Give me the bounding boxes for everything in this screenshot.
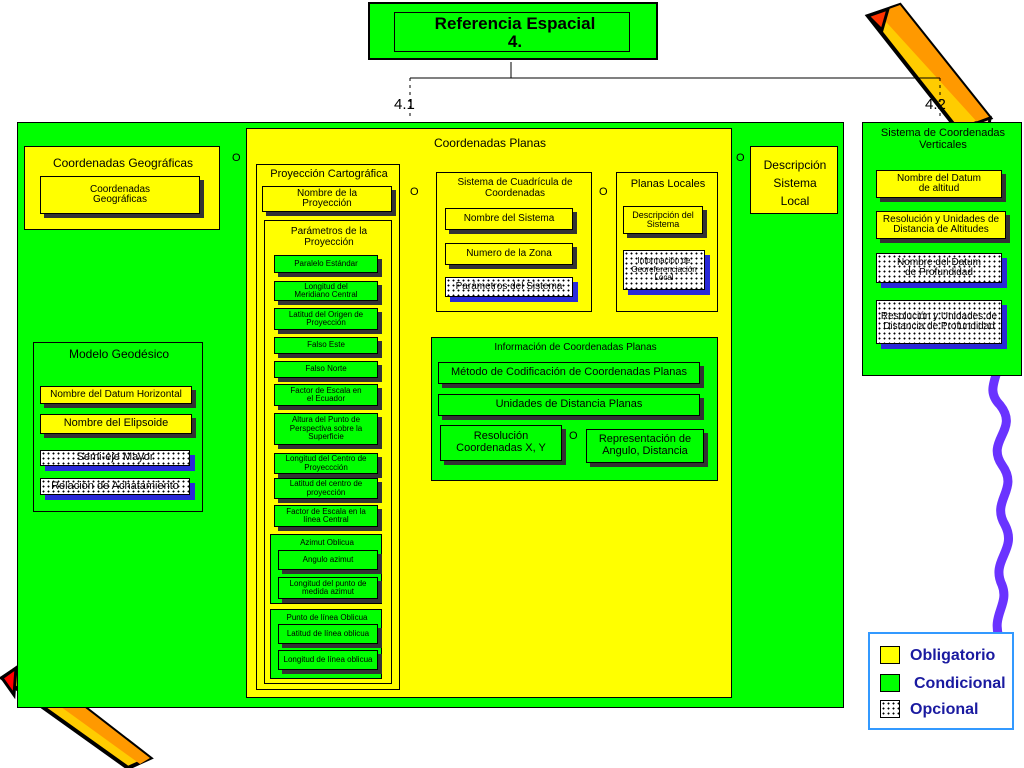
- legend-swatch-mandatory: [880, 646, 900, 664]
- azimuth-angle-box[interactable]: Angulo azimut: [278, 550, 378, 570]
- local-georef-info-box[interactable]: Información de Georeferenciación Local: [623, 250, 705, 290]
- altitude-resolution-box[interactable]: Resolución y Unidades de Distancia de Al…: [876, 211, 1006, 239]
- or-marker: O: [232, 152, 241, 164]
- param-center-latitude[interactable]: Latitud del centro de proyección: [274, 478, 378, 499]
- encoding-method-box[interactable]: Método de Codificación de Coordenadas Pl…: [438, 362, 700, 384]
- param-central-line-scale[interactable]: Factor de Escala en la línea Central: [274, 505, 378, 527]
- or-marker: O: [410, 186, 419, 198]
- param-central-meridian[interactable]: Longitud del Meridiano Central: [274, 281, 378, 301]
- oblique-line-latitude-box[interactable]: Latitud de línea oblicua: [278, 624, 378, 644]
- connector-lines: [409, 62, 941, 120]
- legend: Obligatorio Condicional Opcional: [868, 632, 1014, 730]
- geographic-coords-box[interactable]: Coordenadas Geográficas: [40, 176, 200, 214]
- semi-major-axis-box[interactable]: Semi-eje Mayor: [40, 450, 190, 466]
- legend-swatch-optional: [880, 700, 900, 718]
- vertical-coords-title: Sistema de Coordenadas Verticales: [880, 127, 1006, 151]
- param-false-easting[interactable]: Falso Este: [274, 337, 378, 354]
- projection-name-box[interactable]: Nombre de la Proyección: [262, 186, 392, 212]
- system-params-box[interactable]: Parámetros del Sistema: [445, 277, 573, 297]
- label-4-2: 4.2: [925, 96, 946, 113]
- planar-distance-units-box[interactable]: Unidades de Distancia Planas: [438, 394, 700, 416]
- local-planar-title: Planas Locales: [630, 178, 706, 190]
- param-center-longitude[interactable]: Longitud del Centro de Proyeccción: [274, 453, 378, 474]
- coords-resolution-box[interactable]: Resolución Coordenadas X, Y: [440, 425, 562, 461]
- altitude-datum-box[interactable]: Nombre del Datum de altitud: [876, 170, 1002, 198]
- depth-resolution-box[interactable]: Resolución y Unidades de Distancia de Pr…: [876, 300, 1002, 344]
- geographic-coords-title: Coordenadas Geográficas: [52, 156, 194, 170]
- projection-title: Proyección Cartográfica: [270, 168, 388, 180]
- label-4-1: 4.1: [394, 96, 415, 113]
- param-standard-parallel[interactable]: Paralelo Estándar: [274, 255, 378, 273]
- grid-system-name-box[interactable]: Nombre del Sistema: [445, 208, 573, 230]
- param-origin-latitude[interactable]: Latitud del Origen de Proyección: [274, 308, 378, 330]
- local-system-desc-box[interactable]: Descripción del Sistema: [623, 206, 703, 234]
- grid-system-title: Sistema de Cuadrícula de Coordenadas: [457, 177, 573, 199]
- planar-coords-title: Coordenadas Planas: [433, 136, 547, 150]
- projection-params-title: Parámetros de la Proyección: [290, 226, 368, 248]
- geodesic-model-title: Modelo Geodésico: [68, 347, 170, 361]
- datum-horizontal-box[interactable]: Nombre del Datum Horizontal: [40, 386, 192, 404]
- planar-info-title: Información de Coordenadas Planas: [494, 342, 657, 353]
- legend-label-conditional: Condicional: [914, 675, 1006, 692]
- angle-distance-representation-box[interactable]: Representación de Angulo, Distancia: [586, 429, 704, 463]
- param-equator-scale[interactable]: Factor de Escala en el Ecuador: [274, 384, 378, 406]
- ellipsoid-name-box[interactable]: Nombre del Elipsoide: [40, 414, 192, 434]
- zone-number-box[interactable]: Numero de la Zona: [445, 243, 573, 265]
- depth-datum-box[interactable]: Nombre del Datum de Profundidad: [876, 253, 1002, 283]
- oblique-line-longitude-box[interactable]: Longitud de línea oblicua: [278, 650, 378, 670]
- legend-label-mandatory: Obligatorio: [910, 647, 996, 664]
- legend-swatch-conditional: [880, 674, 900, 692]
- local-planar-group: Planas Locales: [616, 172, 718, 312]
- or-marker: O: [599, 186, 608, 198]
- azimuth-longitude-box[interactable]: Longitud del punto de medida azimut: [278, 577, 378, 599]
- param-perspective-height[interactable]: Altura del Punto de Perspectiva sobre la…: [274, 413, 378, 445]
- oblique-line-point-title: Punto de línea Oblicua: [286, 613, 368, 622]
- legend-label-optional: Opcional: [910, 701, 979, 718]
- oblique-azimuth-title: Azimut Oblicua: [300, 538, 354, 547]
- or-marker: O: [736, 152, 745, 164]
- pencil-right-illustration: [864, 2, 1013, 640]
- param-false-northing[interactable]: Falso Norte: [274, 361, 378, 378]
- flattening-ratio-box[interactable]: Relación de Achatamiento: [40, 478, 190, 495]
- or-marker: O: [569, 430, 578, 442]
